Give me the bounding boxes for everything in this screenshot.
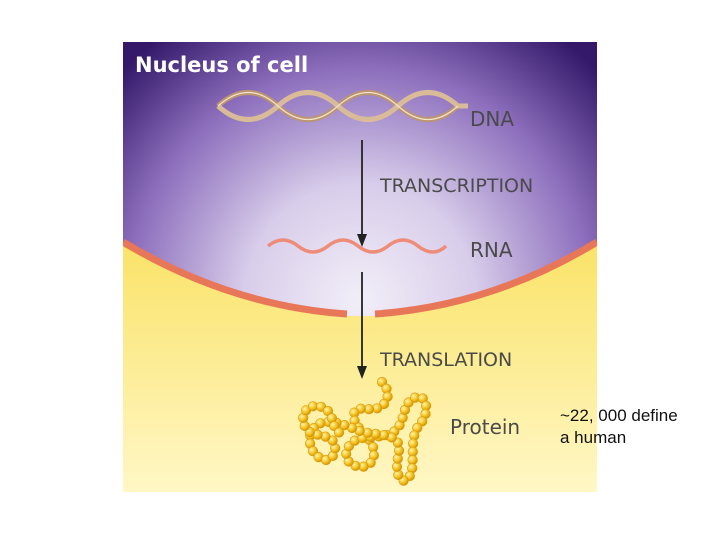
nuclear-membrane-left bbox=[123, 238, 348, 318]
panel-title: Nucleus of cell bbox=[135, 53, 308, 77]
protein-label: Protein bbox=[450, 415, 520, 439]
nucleus bbox=[123, 42, 597, 317]
transcription-arrow bbox=[357, 140, 367, 247]
rna-strand bbox=[266, 238, 448, 254]
side-note: ~22, 000 define a human bbox=[560, 405, 710, 449]
dna-helix bbox=[216, 90, 468, 122]
dna-label: DNA bbox=[470, 107, 514, 131]
transcription-label: TRANSCRIPTION bbox=[379, 175, 533, 197]
translation-label: TRANSLATION bbox=[379, 349, 512, 371]
rna-label: RNA bbox=[470, 238, 513, 262]
protein-chain bbox=[298, 376, 432, 486]
side-note-line-2: a human bbox=[560, 428, 627, 447]
translation-arrow bbox=[357, 272, 367, 379]
nuclear-membrane-right bbox=[374, 239, 597, 318]
protein-bead bbox=[333, 427, 345, 438]
side-note-line-1: ~22, 000 define bbox=[560, 406, 678, 425]
